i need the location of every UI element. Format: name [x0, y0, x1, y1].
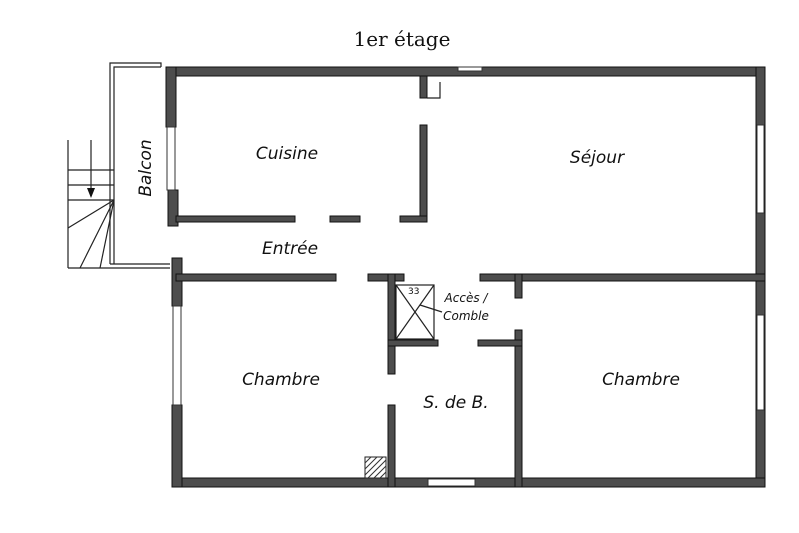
room-label-chambre-left: Chambre — [242, 370, 320, 390]
room-label-entree: Entrée — [262, 239, 318, 259]
room-label-chambre-right: Chambre — [602, 370, 680, 390]
plan-title: 1er étage — [354, 27, 451, 51]
staircase — [67, 140, 115, 269]
room-label-cuisine: Cuisine — [256, 144, 318, 164]
duct-hatched — [364, 456, 387, 479]
balcony — [68, 62, 170, 269]
room-label-comble: Comble — [443, 309, 489, 323]
room-label-acces: Accès / — [444, 291, 490, 305]
interior-walls — [175, 75, 766, 488]
stair-arrow-icon — [87, 188, 95, 198]
windows — [166, 66, 765, 487]
hatch-number: 33 — [408, 287, 419, 297]
room-label-sdb: S. de B. — [423, 393, 488, 413]
room-label-balcon: Balcon — [136, 139, 156, 196]
attic-hatch: 33 — [395, 284, 443, 340]
room-label-sejour: Séjour — [570, 148, 625, 168]
